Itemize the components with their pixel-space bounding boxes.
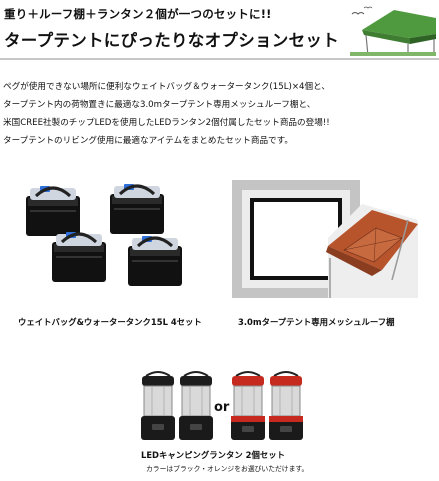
header-title: タープテントにぴったりなオプションセット — [4, 31, 340, 50]
description-line: タープテントのリビング使用に最適なアイテムをまとめたセット商品です。 — [3, 136, 293, 146]
header-banner: 重り＋ルーフ棚＋ランタン２個が一つのセットに!! タープテントにぴったりなオプシ… — [0, 0, 439, 58]
description-line: ペグが使用できない場所に便利なウェイトバッグ＆ウォータータンク(15L)×4個と… — [3, 82, 330, 92]
description-line: 米国CREE社製のチップLEDを使用したLEDランタン2個付属したセット商品の登… — [3, 118, 330, 128]
header-subtitle: 重り＋ルーフ棚＋ランタン２個が一つのセットに!! — [4, 7, 272, 21]
weight-bag-image — [18, 180, 204, 298]
header-divider — [0, 58, 439, 60]
green-tent-image — [350, 6, 436, 56]
roof-shelf-caption: 3.0mタープテント専用メッシュルーフ棚 — [238, 317, 395, 327]
or-label: or — [214, 400, 230, 415]
black-lanterns-image — [138, 370, 218, 442]
orange-lanterns-image — [228, 370, 308, 442]
description-text: ペグが使用できない場所に便利なウェイトバッグ＆ウォータータンク(15L)×4個と… — [3, 78, 437, 150]
description-line: タープテント内の荷物置きに最適な3.0mタープテント専用メッシュルーフ棚と、 — [3, 100, 316, 110]
weight-bag-caption: ウェイトバッグ&ウォータータンク15L 4セット — [18, 317, 202, 327]
roof-shelf-image — [232, 180, 418, 298]
lantern-caption: LEDキャンピングランタン 2個セット — [141, 450, 286, 460]
lantern-color-note: カラーはブラック・オレンジをお選びいただけます。 — [146, 465, 309, 473]
